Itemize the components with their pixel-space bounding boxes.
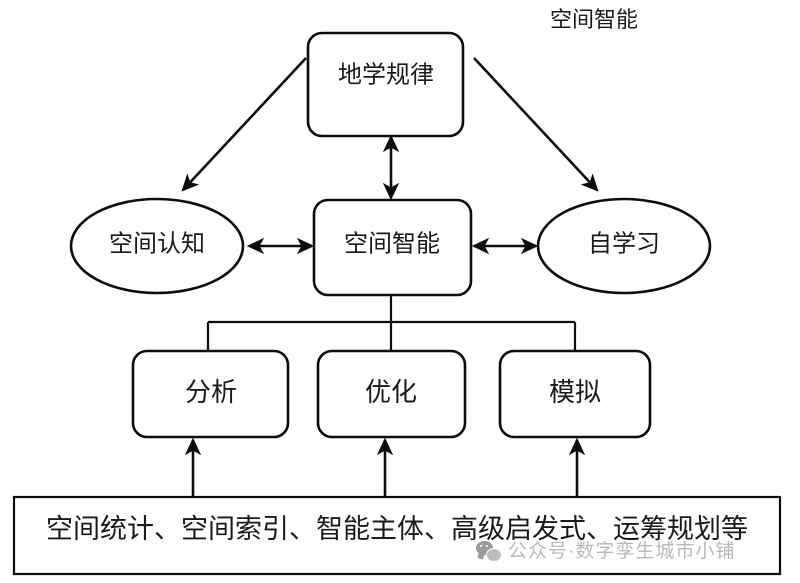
node-geoscience-laws[interactable] bbox=[306, 31, 465, 138]
node-geoscience-laws-label: 地学规律 bbox=[338, 62, 434, 89]
connector-root-to-left bbox=[181, 57, 307, 192]
node-spatial-cognition-label: 空间认知 bbox=[109, 231, 205, 258]
node-spatial-intelligence[interactable] bbox=[312, 198, 473, 297]
node-optimization-label: 优化 bbox=[365, 378, 417, 407]
node-self-learning[interactable] bbox=[536, 197, 712, 295]
node-analysis[interactable] bbox=[131, 349, 290, 439]
node-simulation[interactable] bbox=[498, 349, 652, 439]
node-foundation-methods[interactable] bbox=[12, 495, 782, 576]
node-spatial-intelligence-label: 空间智能 bbox=[344, 231, 440, 258]
page-title: 空间智能 bbox=[550, 7, 638, 32]
node-optimization[interactable] bbox=[316, 349, 467, 439]
node-self-learning-label: 自学习 bbox=[588, 231, 660, 258]
node-spatial-cognition[interactable] bbox=[69, 197, 245, 295]
node-foundation-methods-label: 空间统计、空间索引、智能主体、高级启发式、运筹规划等 bbox=[46, 514, 748, 544]
connector-root-to-right bbox=[473, 57, 599, 192]
node-simulation-label: 模拟 bbox=[549, 378, 601, 407]
node-analysis-label: 分析 bbox=[185, 378, 237, 407]
